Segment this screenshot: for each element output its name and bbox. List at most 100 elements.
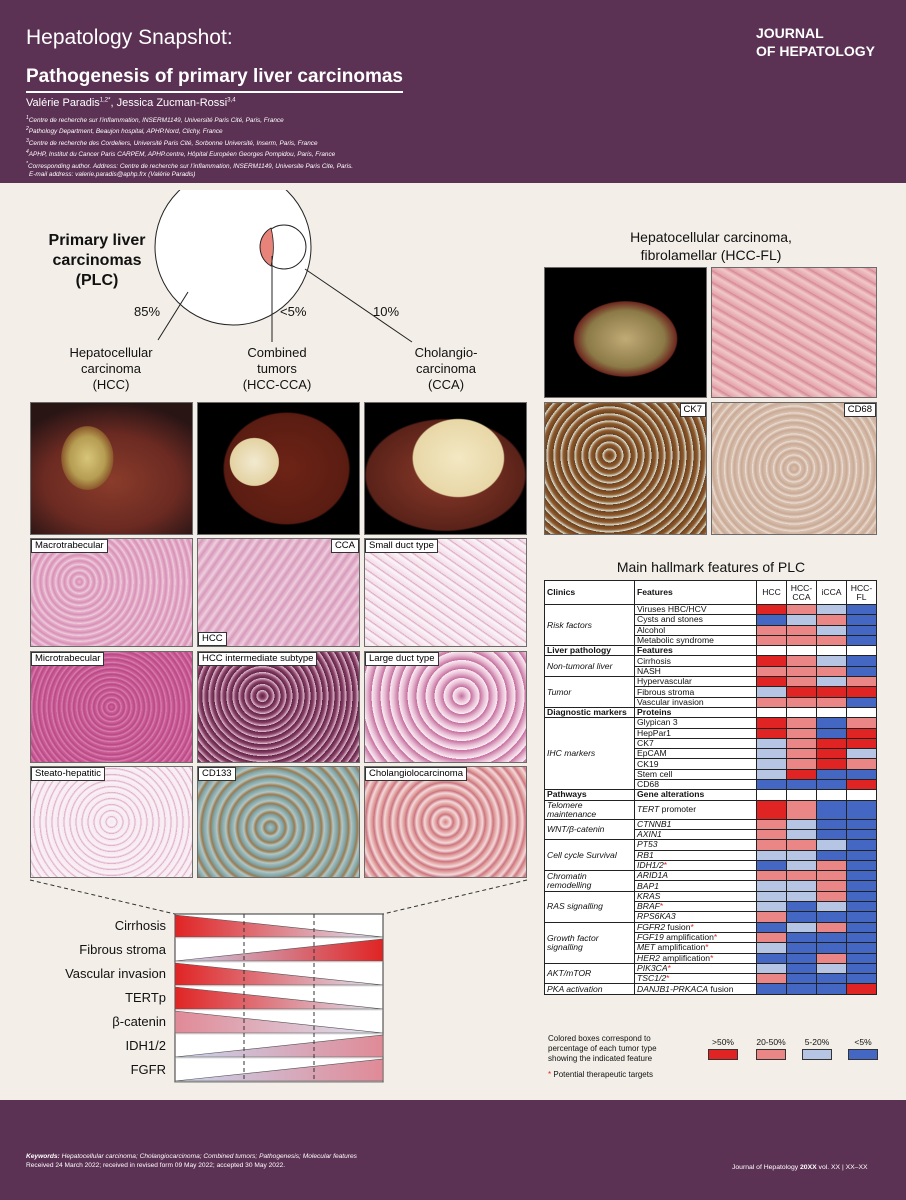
heat-cell-hcc-cca [786, 921, 817, 933]
tag-macrotrabecular: Macrotrabecular [31, 539, 108, 553]
heat-cell-hcc [756, 686, 787, 698]
fl-title-line2: fibrolamellar (HCC-FL) [640, 247, 782, 263]
affiliation-text: Centre de recherche des Cordeliers, Univ… [28, 139, 318, 147]
author-2: , Jessica Zucman-Rossi [110, 97, 228, 109]
histo-hcc-intermediate: HCC intermediate subtype [197, 651, 360, 763]
label-cca-line1: Cholangio- [414, 345, 478, 360]
heat-cell-icca [816, 818, 847, 830]
heat-cell-hcc-cca [786, 696, 817, 708]
label-combined-line2: tumors [257, 361, 297, 376]
fl-title-line1: Hepatocellular carcinoma, [630, 229, 792, 245]
heat-cell-hcc-fl [846, 696, 877, 708]
feature-cell: BRAF* [634, 901, 757, 913]
histo-combined: CCA HCC [197, 538, 360, 647]
affiliation-text: APHP, Institut du Cancer Paris CARPEM, A… [28, 151, 336, 159]
feature-cell: FGFR2 fusion* [634, 921, 757, 933]
heat-cell-hcc [756, 849, 787, 861]
feature-name: MET amplification [637, 942, 706, 953]
heat-cell-icca [816, 634, 847, 647]
heat-cell-hcc-cca [786, 911, 817, 923]
category-cell: RAS signalling [544, 890, 635, 923]
citation-suffix: vol. XX | XX–XX [816, 1164, 868, 1171]
journal-line-1: JOURNAL [756, 25, 824, 41]
legend-swatch [802, 1049, 832, 1060]
gradient-wedge-fibrous-stroma [174, 938, 384, 962]
heat-cell-hcc-fl [846, 942, 877, 954]
empty-cell [816, 645, 847, 657]
heat-cell-hcc [756, 962, 787, 975]
legend-note: Colored boxes correspond to percentage o… [548, 1034, 718, 1064]
heat-cell-hcc-cca [786, 779, 817, 791]
citation-year: 20XX [800, 1164, 817, 1171]
heat-cell-hcc-fl [846, 839, 877, 851]
feature-cell: KRAS [634, 890, 757, 903]
heat-cell-hcc-cca [786, 983, 817, 995]
feature-cell: EpCAM [634, 748, 757, 760]
heat-cell-hcc-cca [786, 901, 817, 913]
affiliation-sup: * [26, 160, 28, 167]
empty-cell [846, 706, 877, 719]
heat-cell-hcc-cca [786, 614, 817, 626]
category-cell: IHC markers [544, 717, 635, 791]
legend-note-line2: percentage of each tumor type [548, 1044, 657, 1053]
column-header-line: CCA [792, 591, 811, 602]
feature-name: PT53 [637, 839, 658, 850]
heat-cell-icca [816, 779, 847, 791]
heat-cell-hcc-cca [786, 859, 817, 872]
tag-large-duct: Large duct type [365, 652, 439, 666]
affiliation-text: Centre de recherche sur l’inflammation, … [28, 117, 284, 125]
heat-cell-icca [816, 696, 847, 708]
tag-hcc: HCC [198, 632, 227, 646]
label-combined-line3: (HCC-CCA) [242, 377, 312, 392]
heat-cell-hcc-cca [786, 727, 817, 739]
table-row: NASH [545, 665, 877, 678]
heat-cell-hcc-fl [846, 614, 877, 626]
heat-cell-icca [816, 768, 847, 781]
heat-cell-hcc-fl [846, 768, 877, 781]
heat-cell-icca [816, 952, 847, 964]
histo-cholangiolocarcinoma: Cholangiolocarcinoma [364, 766, 527, 878]
therapeutic-target-star: * [690, 921, 694, 932]
feature-name: TSC1/2 [637, 973, 667, 984]
feature-name: FGFR2 fusion [637, 921, 691, 932]
heat-cell-hcc-cca [786, 799, 817, 820]
legend-swatch [848, 1049, 878, 1060]
keywords-label: Keywords: [26, 1153, 60, 1160]
feature-cell: TSC1/2* [634, 973, 757, 985]
affiliation-text: E-mail address: valerie.paradis@aphp.frx… [29, 171, 196, 179]
feature-name: AXIN1 [637, 829, 662, 840]
label-hcc-line3: (HCC) [92, 377, 130, 392]
column-header: HCC-CCA [786, 580, 817, 605]
legend-swatch [756, 1049, 786, 1060]
histo-small-duct: Small duct type [364, 538, 527, 647]
category-cell: Tumor [544, 676, 635, 708]
feature-name: Cysts and stones [637, 614, 703, 625]
heat-cell-hcc-cca [786, 717, 817, 729]
gradient-label: β-catenin [112, 1014, 166, 1029]
heat-cell-hcc [756, 880, 787, 892]
heat-cell-hcc-fl [846, 717, 877, 729]
section-header-left: Clinics [544, 580, 635, 605]
empty-cell [756, 706, 787, 719]
feature-name: KRAS [637, 890, 661, 901]
gradient-label: TERTp [125, 990, 166, 1005]
gross-image-combined [197, 402, 360, 535]
heat-cell-hcc-fl [846, 921, 877, 933]
heat-cell-hcc [756, 634, 787, 647]
feature-name: Metabolic syndrome [637, 635, 714, 646]
heat-cell-hcc-cca [786, 603, 817, 616]
histo-fl-he [711, 267, 877, 398]
column-header-line: HCC- [850, 582, 873, 593]
heat-cell-icca [816, 962, 847, 975]
label-hcc-line1: Hepatocellular [69, 345, 153, 360]
feature-name: Cirrhosis [637, 655, 671, 666]
feature-name: EpCAM [637, 748, 667, 759]
empty-cell [816, 706, 847, 719]
empty-cell [756, 789, 787, 801]
heat-cell-hcc-fl [846, 665, 877, 678]
